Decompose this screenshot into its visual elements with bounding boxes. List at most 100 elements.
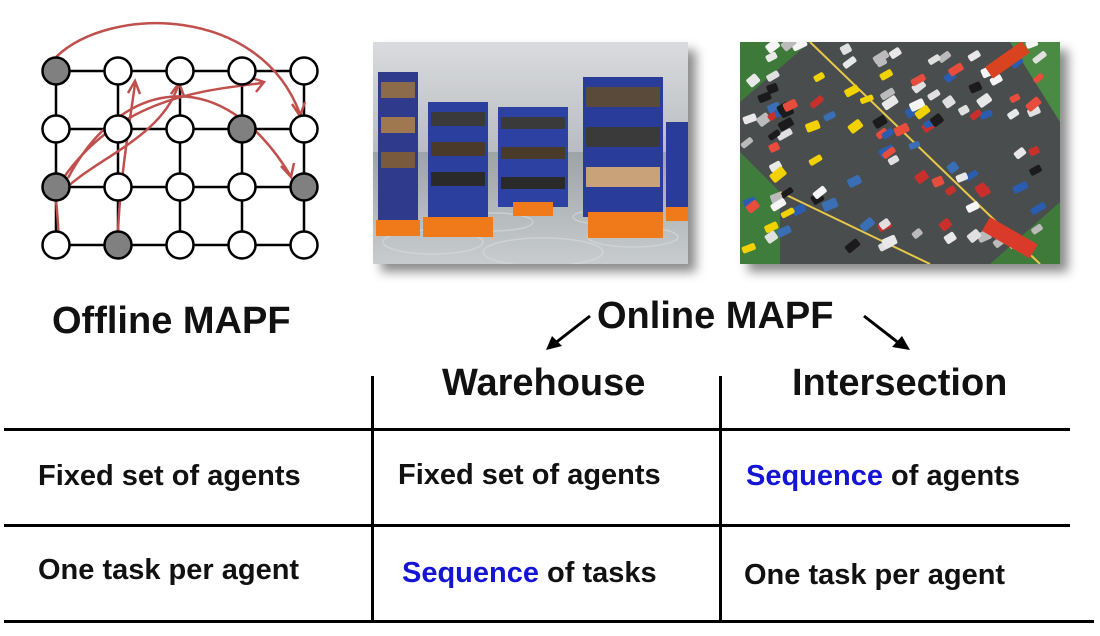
car-shape <box>766 70 780 82</box>
car-shape <box>943 231 957 244</box>
table-rule-middle <box>4 524 1070 527</box>
grid-node <box>227 230 257 260</box>
online-mapf-label: Online MAPF <box>597 295 834 337</box>
car-shape <box>879 69 893 81</box>
car-shape <box>1025 42 1039 49</box>
car-shape <box>847 175 862 188</box>
car-shape <box>769 166 787 183</box>
car-shape <box>968 81 983 94</box>
arrow-to-intersection-icon <box>863 314 910 350</box>
agent-path-arrow <box>116 83 137 233</box>
car-shape <box>955 172 969 183</box>
cell-warehouse-agents: Fixed set of agents <box>398 459 661 491</box>
car-shape <box>780 42 797 52</box>
car-shape <box>989 74 1003 86</box>
car-shape <box>790 42 808 52</box>
car-shape <box>813 72 825 82</box>
car-shape <box>927 54 941 65</box>
grid-node <box>103 56 133 86</box>
car-shape <box>757 91 772 103</box>
grid-graph-diagram <box>41 21 319 260</box>
bus-shape <box>982 216 1038 259</box>
car-shape <box>765 51 778 63</box>
car-shape <box>965 201 980 213</box>
car-shape <box>768 129 781 141</box>
car-shape <box>764 221 779 233</box>
cell-offline-tasks: One task per agent <box>38 554 300 586</box>
car-shape <box>911 228 923 239</box>
cell-intersection-tasks: One task per agent <box>744 559 1006 591</box>
cell-text: of tasks <box>539 557 657 589</box>
table-divider-v1 <box>371 376 374 622</box>
car-shape <box>938 51 951 63</box>
grid-node <box>103 114 133 144</box>
car-shape <box>948 62 964 77</box>
car-shape <box>742 113 757 125</box>
car-shape <box>967 50 981 62</box>
grid-node <box>41 114 71 144</box>
cell-intersection-agents: Sequence of agents <box>746 460 1020 493</box>
car-shape <box>847 119 864 134</box>
car-shape <box>976 93 992 108</box>
car-shape <box>878 218 891 230</box>
car-shape <box>938 218 952 232</box>
grid-node <box>289 230 319 260</box>
car-shape <box>908 141 921 150</box>
car-shape <box>844 84 860 98</box>
agent-path-arrow <box>57 85 180 197</box>
traffic-intersection-photo <box>740 42 1060 264</box>
car-shape <box>765 42 780 54</box>
car-shape <box>881 128 894 140</box>
car-shape <box>876 128 888 139</box>
car-shape <box>945 185 956 196</box>
car-shape <box>782 99 798 112</box>
arrow-to-warehouse-icon <box>546 314 591 350</box>
cell-text: of agents <box>883 460 1020 492</box>
grid-node <box>227 172 257 202</box>
cell-warehouse-tasks: Sequence of tasks <box>402 557 657 590</box>
car-shape <box>776 225 792 238</box>
agent-node <box>227 114 257 144</box>
car-shape <box>872 50 890 65</box>
car-shape <box>887 155 900 166</box>
grid-node <box>165 172 195 202</box>
car-shape <box>946 161 959 174</box>
table-rule-bottom <box>4 620 1094 623</box>
car-shape <box>780 207 795 219</box>
car-shape <box>927 89 941 101</box>
agent-node <box>41 56 71 86</box>
highlight-sequence: Sequence <box>746 460 883 492</box>
agent-node <box>103 230 133 260</box>
agent-node <box>289 172 319 202</box>
warehouse-robots-photo <box>373 42 688 264</box>
offline-mapf-label: Offline MAPF <box>52 300 291 342</box>
car-shape <box>893 122 910 137</box>
car-shape <box>842 56 857 69</box>
car-shape <box>1032 51 1047 64</box>
car-shape <box>909 98 926 112</box>
car-shape <box>777 117 794 132</box>
car-shape <box>746 73 761 88</box>
car-shape <box>1025 96 1042 112</box>
car-shape <box>914 170 929 184</box>
bus-shape <box>985 42 1030 79</box>
car-shape <box>888 47 902 59</box>
arrowhead <box>280 162 296 180</box>
car-shape <box>881 95 899 111</box>
grid-node <box>227 56 257 86</box>
header-warehouse: Warehouse <box>442 362 646 404</box>
car-shape <box>964 169 978 181</box>
car-shape <box>1029 164 1042 176</box>
cell-offline-agents: Fixed set of agents <box>38 460 301 492</box>
table-rule-top <box>4 428 1070 431</box>
grid-node <box>103 172 133 202</box>
car-shape <box>768 142 780 153</box>
car-shape <box>881 234 898 249</box>
car-shape <box>910 73 926 86</box>
car-shape <box>839 43 852 55</box>
car-shape <box>776 128 793 141</box>
grid-node <box>289 56 319 86</box>
car-shape <box>812 186 827 199</box>
grid-node <box>165 230 195 260</box>
car-shape <box>821 197 839 212</box>
